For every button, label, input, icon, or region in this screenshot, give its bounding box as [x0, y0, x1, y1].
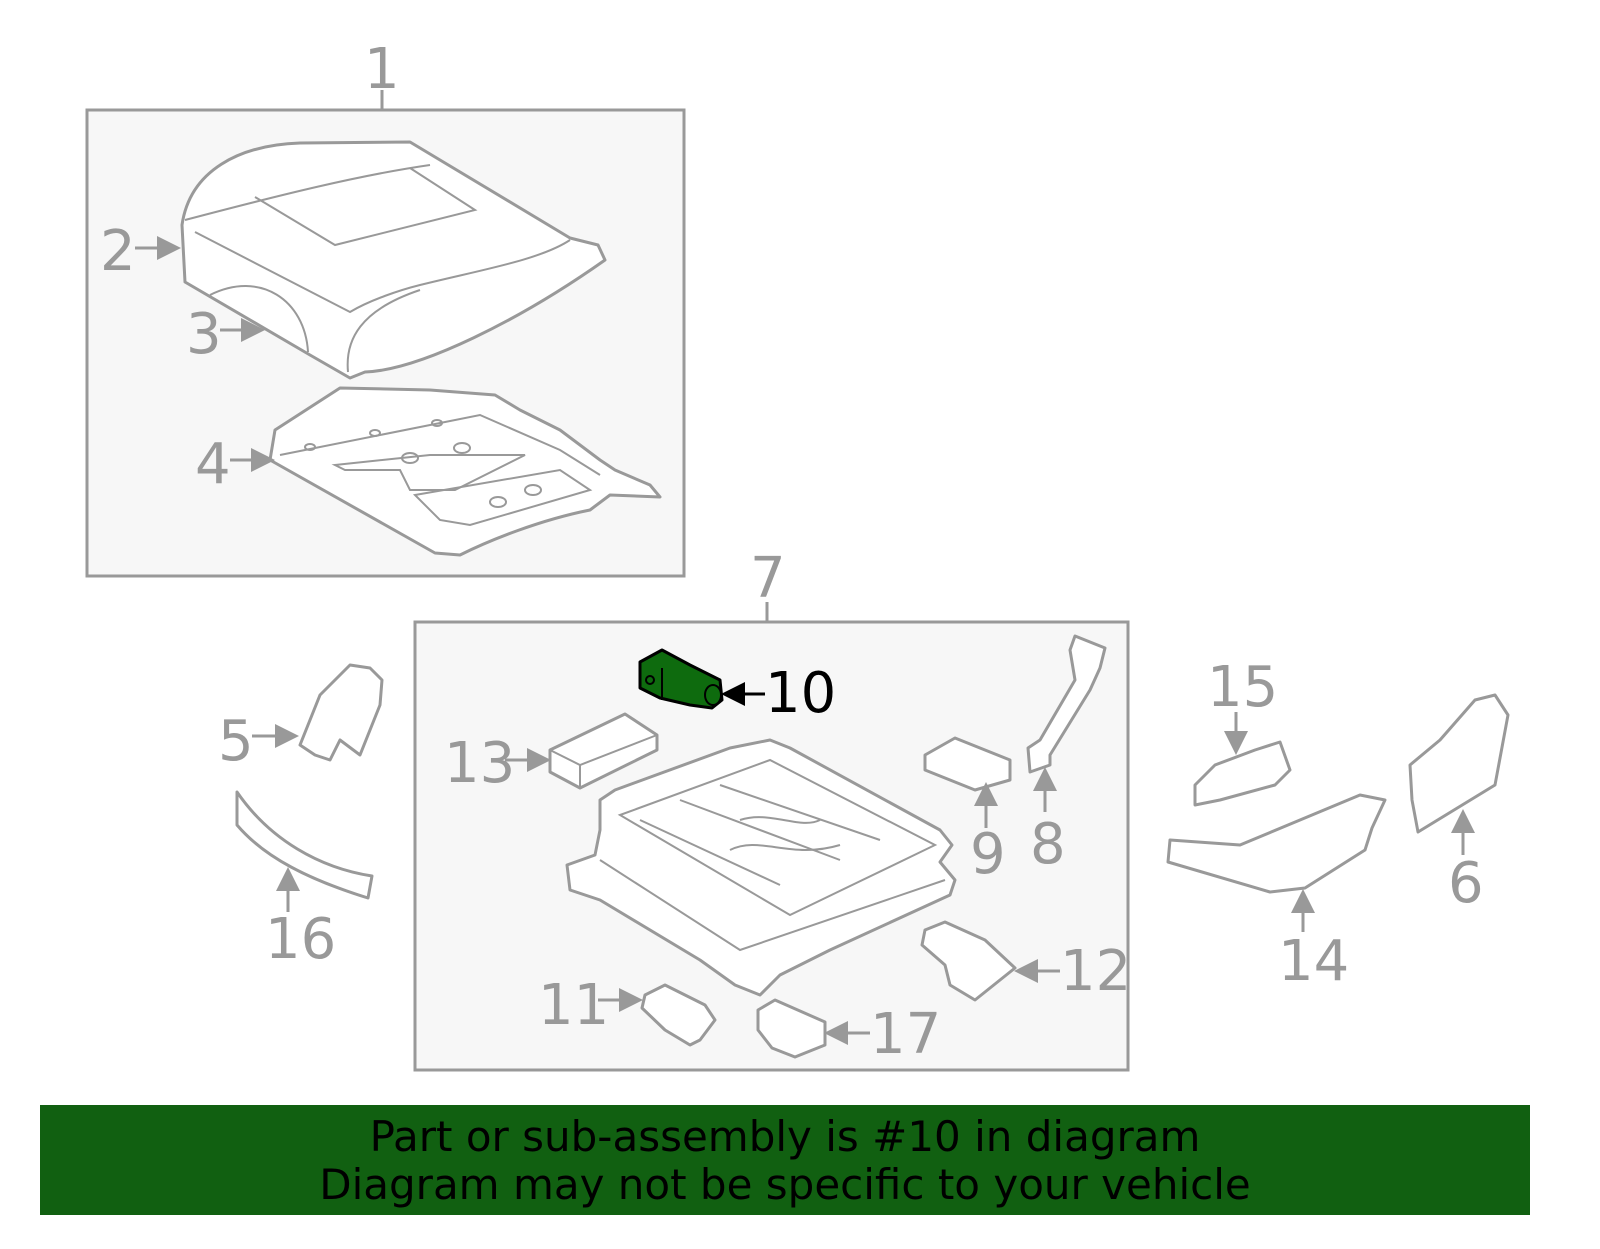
callout-10[interactable]: 10: [765, 661, 836, 726]
callout-12[interactable]: 12: [1060, 939, 1131, 1004]
callout-7[interactable]: 7: [750, 546, 786, 611]
part-13-module[interactable]: [548, 712, 659, 790]
seat-cushion-pad[interactable]: [268, 386, 662, 557]
part-14[interactable]: [1166, 793, 1387, 894]
part-5[interactable]: [298, 663, 384, 762]
part-11[interactable]: [640, 983, 717, 1047]
callout-4[interactable]: 4: [195, 432, 231, 497]
callout-3[interactable]: 3: [186, 302, 222, 367]
part-9[interactable]: [923, 736, 1012, 792]
callout-9[interactable]: 9: [970, 822, 1006, 887]
part-12[interactable]: [920, 920, 1017, 1002]
callout-15[interactable]: 15: [1207, 655, 1278, 720]
callout-16[interactable]: 16: [265, 907, 336, 972]
info-banner: Part or sub-assembly is #10 in diagram D…: [40, 1105, 1530, 1215]
part-17[interactable]: [756, 998, 827, 1059]
callout-1[interactable]: 1: [364, 37, 400, 102]
callout-11[interactable]: 11: [538, 973, 609, 1038]
callout-6[interactable]: 6: [1448, 851, 1484, 916]
banner-line-1: Part or sub-assembly is #10 in diagram: [369, 1112, 1201, 1161]
part-6[interactable]: [1408, 693, 1510, 834]
callout-5[interactable]: 5: [218, 709, 254, 774]
part-16[interactable]: [235, 790, 374, 900]
callout-8[interactable]: 8: [1030, 812, 1066, 877]
banner-line-2: Diagram may not be specific to your vehi…: [319, 1160, 1251, 1209]
callout-2[interactable]: 2: [100, 219, 136, 284]
seat-frame[interactable]: [565, 738, 957, 997]
part-10-highlighted[interactable]: [638, 648, 724, 710]
callout-14[interactable]: 14: [1278, 929, 1349, 994]
callout-13[interactable]: 13: [444, 731, 515, 796]
callout-17[interactable]: 17: [870, 1002, 941, 1067]
part-15[interactable]: [1193, 740, 1292, 807]
seat-cushion-cover[interactable]: [180, 140, 607, 380]
